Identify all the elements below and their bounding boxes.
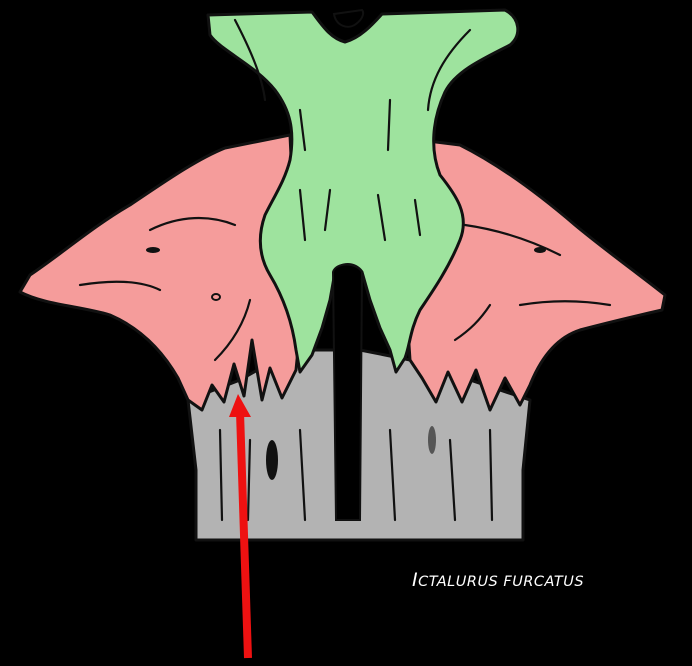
foramen-gray-right <box>428 426 436 454</box>
foramen-gray-left <box>266 440 278 480</box>
pink-bone-left <box>20 135 300 410</box>
top-notch <box>334 10 363 27</box>
foramen-left <box>146 247 160 253</box>
foramen-right <box>534 247 546 253</box>
central-notch <box>333 265 362 521</box>
pink-bone-right <box>408 140 665 410</box>
species-label-rest: CTALURUS FURCATUS <box>418 574 584 590</box>
species-label: ICTALURUS FURCATUS <box>412 569 584 591</box>
